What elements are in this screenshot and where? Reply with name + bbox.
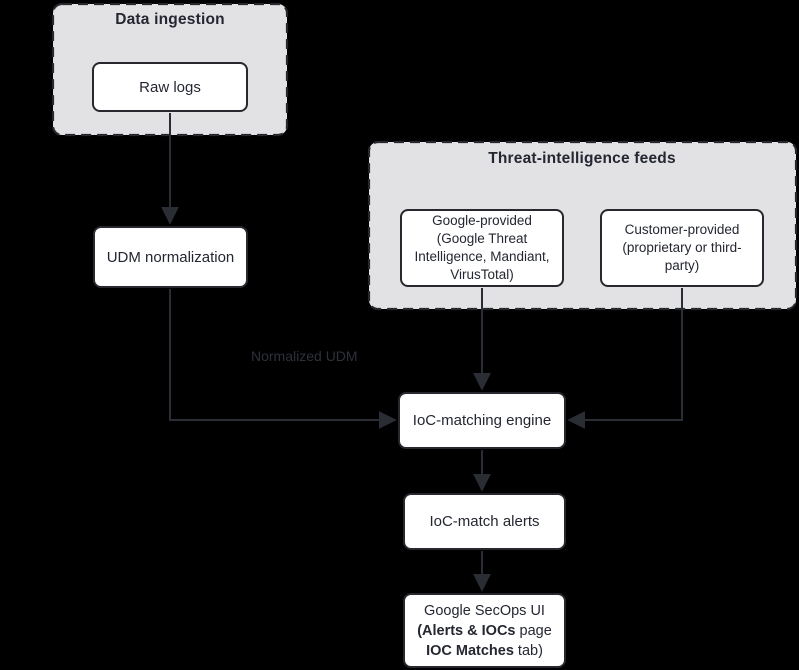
node-udm-normalization-label: UDM normalization bbox=[106, 248, 235, 266]
data-ingestion-title: Data ingestion bbox=[115, 11, 225, 28]
threat-intelligence-title: Threat-intelligence feeds bbox=[488, 150, 676, 167]
node-google-provided-line: (Google Threat bbox=[436, 231, 528, 246]
node-customer-provided-line: Customer-provided bbox=[624, 222, 740, 237]
edge-customer-to-engine bbox=[567, 288, 683, 429]
edge-label-normalized-udm: Normalized UDM bbox=[251, 348, 358, 364]
node-google-provided-line: Google-provided bbox=[432, 213, 532, 228]
node-google-secops-ui: Google SecOps UI (Alerts & IOCs page IOC… bbox=[403, 593, 566, 668]
alerts-iocs-page-suffix: page bbox=[515, 622, 552, 639]
node-ioc-matching-engine-label: IoC-matching engine bbox=[412, 412, 552, 429]
node-raw-logs: Raw logs bbox=[92, 62, 248, 112]
node-google-secops-ui-line2: (Alerts & IOCs page bbox=[417, 621, 552, 641]
node-ioc-match-alerts: IoC-match alerts bbox=[403, 493, 566, 550]
node-google-provided-line: Intelligence, Mandiant, bbox=[414, 249, 550, 264]
node-ioc-matching-engine: IoC-matching engine bbox=[398, 392, 566, 449]
ioc-matches-tab-suffix: tab) bbox=[513, 642, 543, 659]
node-google-secops-ui-line1: Google SecOps UI bbox=[424, 602, 545, 619]
ioc-matches-tab-name: IOC Matches bbox=[426, 642, 514, 659]
node-customer-provided-line: party) bbox=[664, 258, 700, 273]
node-udm-normalization: UDM normalization bbox=[93, 226, 248, 288]
node-customer-provided-line: (proprietary or third- bbox=[622, 240, 742, 255]
node-customer-provided-feed: Customer-provided (proprietary or third-… bbox=[600, 209, 764, 287]
node-google-secops-ui-line3: IOC Matches tab) bbox=[426, 641, 543, 661]
node-google-provided-line: VirusTotal) bbox=[450, 267, 514, 282]
node-ioc-match-alerts-label: IoC-match alerts bbox=[429, 513, 540, 530]
node-raw-logs-label: Raw logs bbox=[139, 78, 201, 96]
node-google-provided-feed: Google-provided (Google Threat Intellige… bbox=[400, 209, 564, 287]
edge-udm-to-engine bbox=[169, 289, 397, 429]
alerts-iocs-page-name: (Alerts & IOCs bbox=[417, 622, 516, 639]
